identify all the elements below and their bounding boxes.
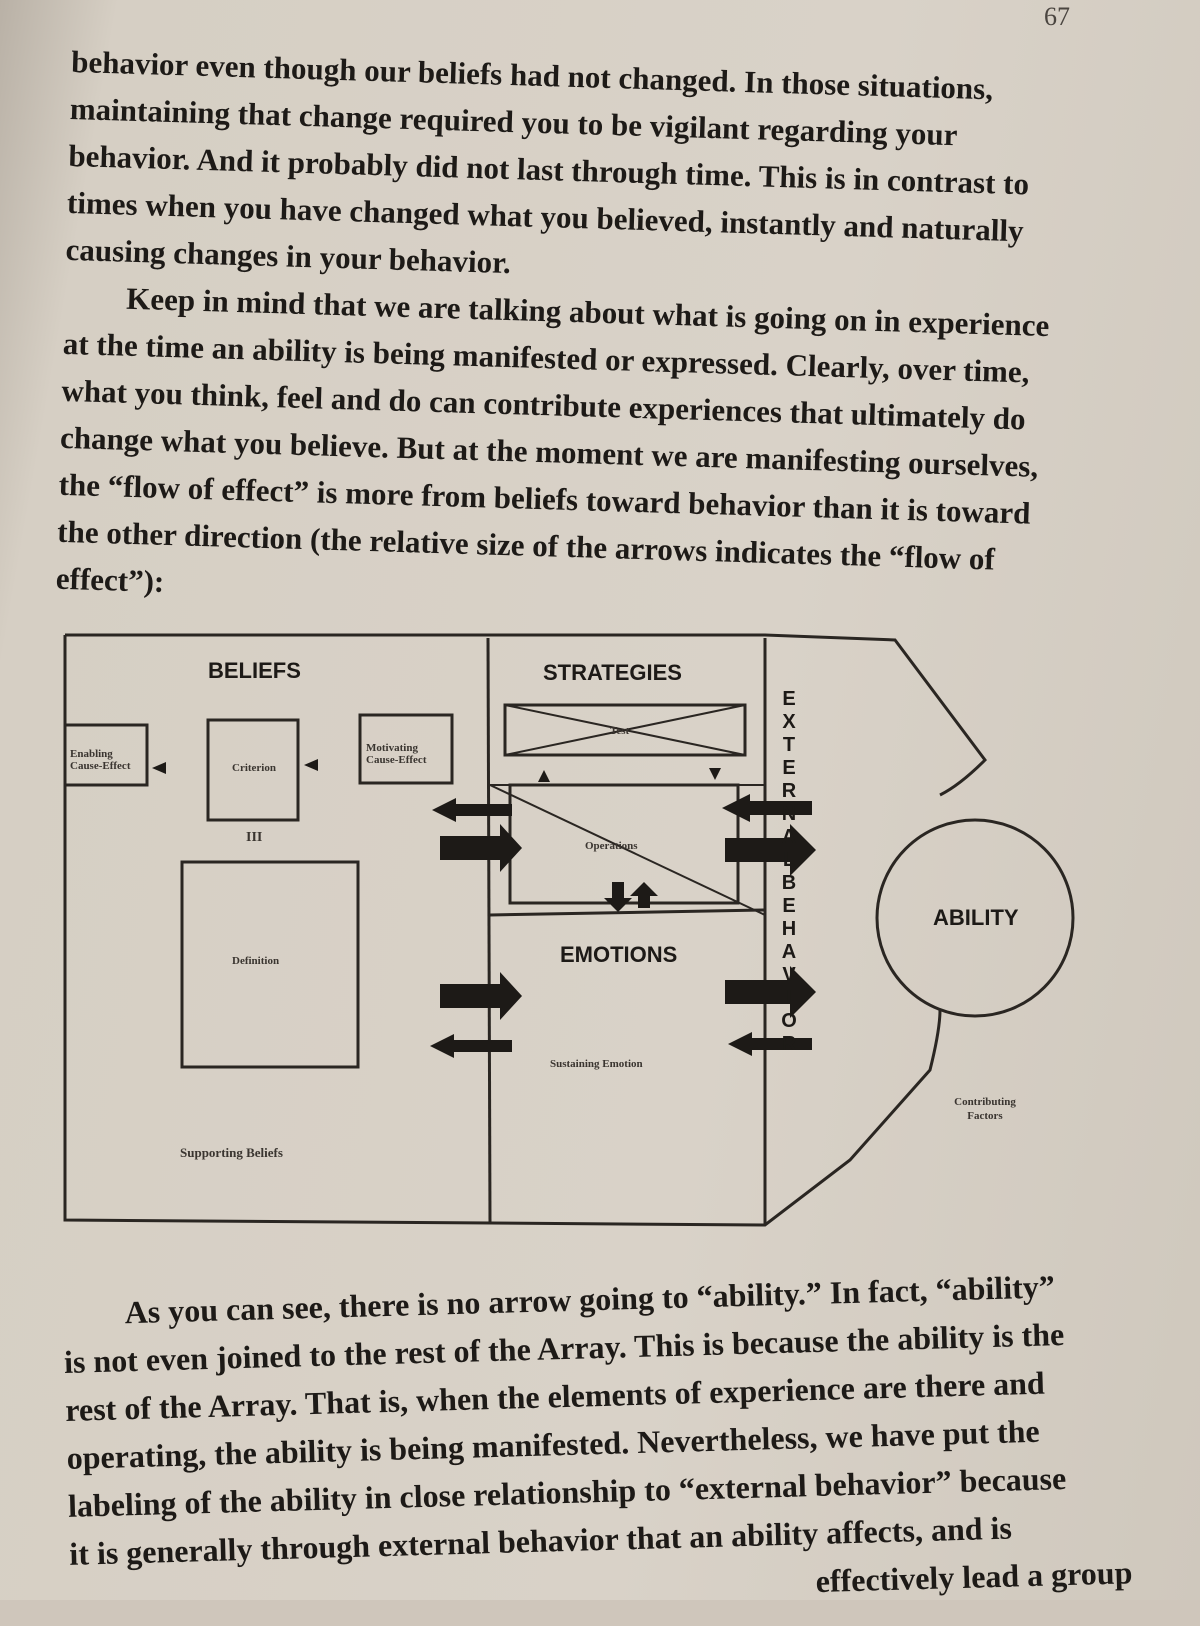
contributing-factors-label: Contributing Factors <box>954 1096 1016 1122</box>
paragraph-bottom: As you can see, there is no arrow going … <box>62 1260 1133 1626</box>
big-arrow-right <box>725 966 816 1018</box>
supporting-beliefs-label: Supporting Beliefs <box>180 1145 283 1160</box>
behavior-letter: N <box>781 803 797 825</box>
page-number: 67 <box>1044 2 1070 31</box>
behavior-letter: R <box>781 780 797 802</box>
enabling-label: Enabling Cause-Effect <box>70 748 131 772</box>
small-arrow-right <box>152 762 166 774</box>
test-box <box>503 703 747 757</box>
behavior-letter: V <box>782 964 796 986</box>
behavior-letter: R <box>781 1033 797 1055</box>
emotion-arrow-down <box>604 882 632 912</box>
strategies-heading: STRATEGIES <box>543 660 682 685</box>
small-arrow-left <box>728 1032 812 1056</box>
small-arrow-up <box>538 770 550 782</box>
behavior-letter: B <box>781 872 797 894</box>
behavior-letter: X <box>782 711 796 733</box>
ability-circle <box>875 818 1075 1018</box>
sfm-array-diagram: BELIEFS STRATEGIES EMOTIONS ABILITY Enab… <box>60 630 1120 1255</box>
behavior-letter: H <box>781 918 797 940</box>
behavior-letter: A <box>781 826 797 848</box>
enabling-box <box>63 723 149 787</box>
definition-box <box>180 860 360 1069</box>
beliefs-heading: BELIEFS <box>208 658 301 683</box>
big-arrow-right <box>440 972 522 1020</box>
behavior-letter: O <box>781 1010 797 1032</box>
behavior-letter: A <box>781 941 797 963</box>
behavior-letter: L <box>782 849 796 871</box>
criterion-box <box>206 718 300 822</box>
definition-label: Definition <box>232 955 280 967</box>
small-arrow-down <box>709 768 721 780</box>
small-arrow-right <box>304 759 318 771</box>
ability-heading: ABILITY <box>933 905 1019 930</box>
strategies-emotions-divider <box>489 908 766 917</box>
emotions-heading: EMOTIONS <box>560 942 678 967</box>
small-arrow-left <box>430 1034 512 1058</box>
external-behavior-vertical-label: E X T E R N A L B E H A V I O R <box>777 688 801 1056</box>
sustaining-emotion-label: Sustaining Emotion <box>550 1058 643 1070</box>
diagram-graphics <box>63 633 1075 1227</box>
big-arrow-right <box>440 824 522 872</box>
outer-frame-top <box>65 633 987 797</box>
equals-symbol: III <box>246 830 263 845</box>
beliefs-strategies-divider <box>486 637 492 1223</box>
behavior-letter: E <box>782 895 796 917</box>
big-arrow-right <box>725 824 816 876</box>
test-label: Test <box>610 725 630 737</box>
small-arrow-left <box>432 798 512 822</box>
criterion-label: Criterion <box>232 762 276 774</box>
emotion-arrow-up <box>630 882 658 908</box>
behavior-letter: I <box>786 987 792 1009</box>
motivating-label: Motivating Cause-Effect <box>366 742 427 766</box>
small-arrow-left <box>722 794 812 822</box>
operations-label: Operations <box>585 840 638 852</box>
behavior-letter: E <box>782 688 796 710</box>
behavior-letter: E <box>782 757 796 779</box>
motivating-box <box>358 713 454 785</box>
paragraph-top: behavior even though our beliefs had not… <box>55 38 1101 632</box>
behavior-letter: T <box>782 734 796 756</box>
outer-frame-bottom <box>63 635 942 1227</box>
